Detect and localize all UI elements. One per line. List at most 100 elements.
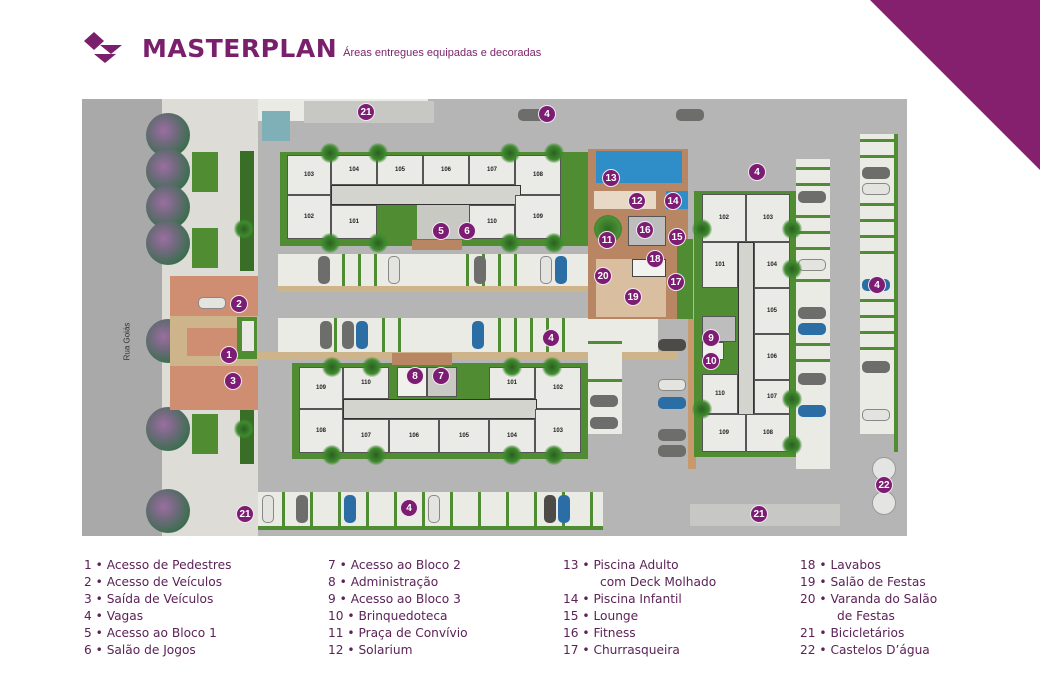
- legend-item: 4 • Vagas: [84, 609, 144, 623]
- block1-entry-deck: [412, 240, 462, 250]
- car: [344, 495, 356, 523]
- marker-fitness[interactable]: 16: [636, 221, 654, 239]
- stall-divider: [534, 492, 537, 526]
- marker-parking[interactable]: 4: [748, 163, 766, 181]
- car: [658, 397, 686, 409]
- legend-item: 2 • Acesso de Veículos: [84, 575, 223, 589]
- stall-divider: [860, 251, 894, 254]
- marker-vehicle-exit[interactable]: 3: [224, 372, 242, 390]
- stall-divider: [860, 139, 894, 142]
- stall-divider: [506, 492, 509, 526]
- car: [342, 321, 354, 349]
- palm-tree: [234, 219, 254, 239]
- car: [356, 321, 368, 349]
- legend-item: 6 • Salão de Jogos: [84, 643, 196, 657]
- car: [798, 307, 826, 319]
- legend-item: 17 • Churrasqueira: [563, 643, 680, 657]
- unit: 105: [439, 419, 489, 453]
- stall-divider: [860, 299, 894, 302]
- stall-divider: [498, 318, 501, 352]
- lawn-patch: [192, 228, 218, 268]
- palm-tree: [692, 219, 712, 239]
- marker-bike-rack[interactable]: 21: [750, 505, 768, 523]
- unit: 106: [389, 419, 439, 453]
- marker-kids-pool[interactable]: 14: [664, 192, 682, 210]
- marker-pedestrian-access[interactable]: 1: [220, 346, 238, 364]
- stall-divider: [860, 219, 894, 222]
- car: [798, 373, 826, 385]
- marker-social-square[interactable]: 11: [598, 231, 616, 249]
- marker-parking[interactable]: 4: [868, 276, 886, 294]
- stall-divider: [310, 492, 313, 526]
- marker-solarium[interactable]: 12: [628, 192, 646, 210]
- marker-lounge[interactable]: 15: [668, 228, 686, 246]
- car: [658, 379, 686, 391]
- block-3: 102 103 101 104 105 106 110 107 109 108: [702, 194, 790, 452]
- legend-item: 13 • Piscina Adulto: [563, 558, 679, 572]
- marker-parking[interactable]: 4: [538, 105, 556, 123]
- car: [472, 321, 484, 349]
- marker-parking[interactable]: 4: [400, 499, 418, 517]
- unit: 101: [331, 205, 377, 239]
- marker-parking[interactable]: 4: [542, 329, 560, 347]
- car: [558, 495, 570, 523]
- stall-divider: [514, 254, 517, 286]
- unit: 109: [702, 414, 746, 452]
- corridor: [343, 399, 537, 419]
- marker-adult-pool[interactable]: 13: [602, 169, 620, 187]
- legend-item: 10 • Brinquedoteca: [328, 609, 448, 623]
- legend-item: 8 • Administração: [328, 575, 439, 589]
- car: [798, 323, 826, 335]
- marker-bike-rack[interactable]: 21: [357, 103, 375, 121]
- marker-water-tanks[interactable]: 22: [875, 476, 893, 494]
- stall-divider: [338, 492, 341, 526]
- marker-toy-library[interactable]: 10: [702, 352, 720, 370]
- legend-item: 21 • Bicicletários: [800, 626, 905, 640]
- car: [658, 339, 686, 351]
- palm-tree: [542, 357, 562, 377]
- parking-edge: [258, 526, 603, 530]
- marker-party-balcony[interactable]: 20: [594, 267, 612, 285]
- palm-tree: [234, 419, 254, 439]
- stall-divider: [796, 359, 830, 362]
- legend-column-2: 7 • Acesso ao Bloco 2 8 • Administração …: [328, 557, 468, 659]
- car: [474, 256, 486, 284]
- stall-divider: [860, 203, 894, 206]
- car: [262, 495, 274, 523]
- stall-divider: [342, 254, 345, 286]
- marker-block2-access[interactable]: 7: [432, 367, 450, 385]
- block2-entry-deck: [392, 353, 452, 365]
- stall-divider: [860, 155, 894, 158]
- palm-tree: [782, 259, 802, 279]
- marker-bike-rack[interactable]: 21: [236, 505, 254, 523]
- marker-party-room[interactable]: 19: [624, 288, 642, 306]
- marker-block3-access[interactable]: 9: [702, 329, 720, 347]
- stall-divider: [860, 347, 894, 350]
- tree: [146, 407, 190, 451]
- parking-edge: [894, 134, 898, 452]
- walkway: [278, 286, 658, 292]
- palm-tree: [692, 399, 712, 419]
- legend-item: 7 • Acesso ao Bloco 2: [328, 558, 461, 572]
- unit: 106: [423, 155, 469, 185]
- marker-vehicle-access[interactable]: 2: [230, 295, 248, 313]
- car: [862, 409, 890, 421]
- car: [540, 256, 552, 284]
- stall-divider: [398, 318, 401, 352]
- car: [658, 429, 686, 441]
- palm-tree: [366, 445, 386, 465]
- marker-administration[interactable]: 8: [406, 367, 424, 385]
- car: [428, 495, 440, 523]
- site-plan: Rua Goiás 103 104 105 106 107 108 102 10…: [82, 99, 907, 536]
- marker-games-room[interactable]: 6: [458, 222, 476, 240]
- legend-item: 16 • Fitness: [563, 626, 636, 640]
- marker-block1-access[interactable]: 5: [432, 222, 450, 240]
- car: [198, 297, 226, 309]
- corridor: [331, 185, 521, 205]
- palm-tree: [368, 233, 388, 253]
- palm-tree: [782, 435, 802, 455]
- marker-lavatories[interactable]: 18: [646, 250, 664, 268]
- car: [862, 167, 890, 179]
- stall-divider: [796, 215, 830, 218]
- marker-barbecue[interactable]: 17: [667, 273, 685, 291]
